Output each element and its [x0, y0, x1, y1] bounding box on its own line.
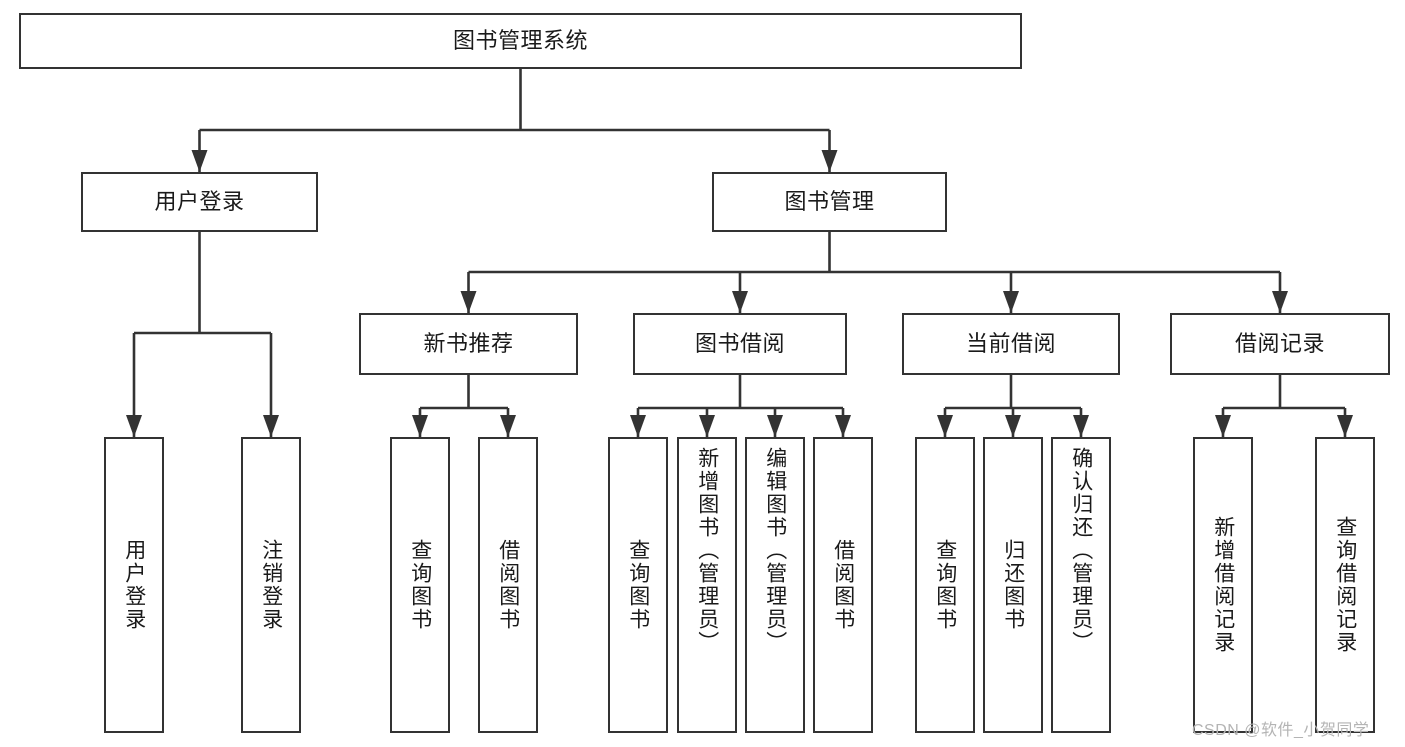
arrowhead-e-bm-borrow	[732, 291, 748, 313]
arrowhead-e-nb-l1	[412, 415, 428, 437]
node-leaf-query-record[interactable]: 查询借阅记录	[1315, 437, 1375, 733]
node-label: 新增图书（管理员）	[695, 447, 719, 654]
arrowhead-e-cu-l1	[937, 415, 953, 437]
arrowhead-e-bo-l3	[767, 415, 783, 437]
node-bookmgmt[interactable]: 图书管理	[712, 172, 947, 232]
node-label: 查询借阅记录	[1333, 516, 1357, 654]
arrowhead-e-root-login	[191, 150, 208, 172]
node-label: 查询图书	[933, 539, 957, 631]
node-label: 借阅图书	[496, 539, 520, 631]
arrowhead-e-bm-newbook	[460, 291, 477, 313]
watermark: CSDN @软件_小贺同学	[1192, 722, 1370, 739]
arrowhead-e-bo-l4	[835, 415, 851, 437]
node-label: 编辑图书（管理员）	[763, 447, 787, 654]
arrowhead-e-re-l1	[1215, 415, 1231, 437]
node-newbook[interactable]: 新书推荐	[359, 313, 578, 375]
node-current[interactable]: 当前借阅	[902, 313, 1120, 375]
node-label: 借阅图书	[831, 539, 855, 631]
node-leaf-logout[interactable]: 注销登录	[241, 437, 301, 733]
arrowhead-e-cu-l2	[1005, 415, 1021, 437]
arrowhead-e-bo-l2	[699, 415, 715, 437]
node-label: 图书管理	[784, 188, 875, 214]
node-leaf-query-book-1[interactable]: 查询图书	[390, 437, 450, 733]
node-leaf-add-record[interactable]: 新增借阅记录	[1193, 437, 1253, 733]
node-leaf-return-book[interactable]: 归还图书	[983, 437, 1043, 733]
node-login[interactable]: 用户登录	[81, 172, 318, 232]
node-label: 新增借阅记录	[1211, 516, 1235, 654]
node-records[interactable]: 借阅记录	[1170, 313, 1390, 375]
arrowhead-e-bm-records	[1272, 291, 1288, 313]
node-borrow[interactable]: 图书借阅	[633, 313, 847, 375]
node-label: 查询图书	[408, 539, 432, 631]
arrowhead-e-bo-l1	[630, 415, 646, 437]
node-leaf-user-login[interactable]: 用户登录	[104, 437, 164, 733]
node-label: 确认归还（管理员）	[1069, 447, 1093, 654]
node-leaf-add-book[interactable]: 新增图书（管理员）	[677, 437, 737, 733]
arrowhead-e-login-leaf2	[263, 415, 279, 437]
node-label: 归还图书	[1001, 539, 1025, 631]
node-leaf-borrow-book-1[interactable]: 借阅图书	[478, 437, 538, 733]
node-label: 当前借阅	[965, 330, 1056, 356]
node-leaf-borrow-book-2[interactable]: 借阅图书	[813, 437, 873, 733]
node-leaf-query-book-3[interactable]: 查询图书	[915, 437, 975, 733]
arrowhead-e-nb-l2	[500, 415, 516, 437]
node-leaf-query-book-2[interactable]: 查询图书	[608, 437, 668, 733]
arrowhead-e-cu-l3	[1073, 415, 1089, 437]
node-label: 新书推荐	[423, 330, 514, 356]
arrowhead-e-login-leaf1	[126, 415, 142, 437]
node-label: 注销登录	[259, 539, 283, 631]
node-label: 图书管理系统	[452, 27, 588, 53]
node-label: 用户登录	[122, 539, 146, 631]
node-root[interactable]: 图书管理系统	[19, 13, 1022, 69]
node-leaf-confirm-return[interactable]: 确认归还（管理员）	[1051, 437, 1111, 733]
node-label: 借阅记录	[1234, 330, 1325, 356]
arrowhead-e-root-bookmgmt	[821, 150, 838, 172]
arrowhead-e-re-l2	[1337, 415, 1353, 437]
node-leaf-edit-book[interactable]: 编辑图书（管理员）	[745, 437, 805, 733]
node-label: 图书借阅	[694, 330, 785, 356]
node-label: 用户登录	[154, 188, 245, 214]
node-label: 查询图书	[626, 539, 650, 631]
arrowhead-e-bm-current	[1003, 291, 1019, 313]
